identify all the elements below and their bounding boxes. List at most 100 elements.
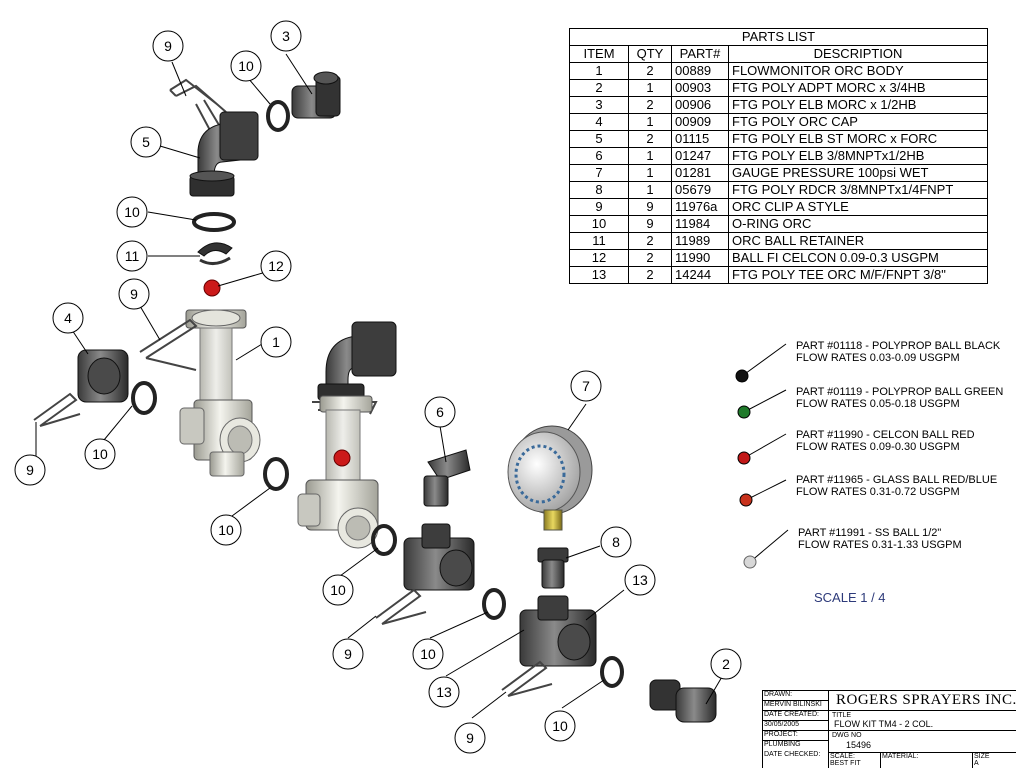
ball-ss-marker bbox=[743, 555, 757, 569]
adapter-2 bbox=[649, 679, 717, 723]
column-header-part: PART# bbox=[671, 45, 729, 63]
item-cell: 9 bbox=[569, 198, 629, 216]
company-name: ROGERS SPRAYERS INC. bbox=[836, 692, 1017, 708]
ball-option-part: PART #01118 - POLYPROP BALL BLACK bbox=[796, 340, 1001, 352]
o-ring-10g bbox=[600, 656, 624, 688]
callout-text: 8 bbox=[612, 534, 620, 550]
ball-option-part: PART #01119 - POLYPROP BALL GREEN bbox=[796, 386, 1004, 398]
flowmonitor-body-left bbox=[179, 309, 261, 477]
callout-text: 9 bbox=[26, 462, 34, 478]
qty-cell: 2 bbox=[628, 232, 672, 250]
callout-10-d: 10 bbox=[210, 514, 242, 546]
column-header-description: DESCRIPTION bbox=[728, 45, 988, 63]
callout-text: 5 bbox=[142, 134, 150, 150]
callout-text: 9 bbox=[130, 286, 138, 302]
ball-option-flow: FLOW RATES 0.05-0.18 USGPM bbox=[796, 398, 960, 410]
ball-black-marker bbox=[735, 369, 749, 383]
size: A bbox=[974, 760, 979, 767]
callout-text: 9 bbox=[466, 730, 474, 746]
callout-9-c: 9 bbox=[14, 454, 46, 486]
part-cell: 11984 bbox=[671, 215, 729, 233]
qty-cell: 9 bbox=[628, 198, 672, 216]
project-label: PROJECT: bbox=[764, 731, 798, 738]
ball-green-marker bbox=[737, 405, 751, 419]
qty-cell: 2 bbox=[628, 96, 672, 114]
item-cell: 10 bbox=[569, 215, 629, 233]
clip-mid-low bbox=[375, 588, 427, 625]
item-cell: 7 bbox=[569, 164, 629, 182]
dwg-no-label: DWG NO bbox=[832, 732, 862, 739]
reducer-8 bbox=[537, 547, 569, 589]
description-cell: FTG POLY ELB ST MORC x FORC bbox=[728, 130, 988, 148]
callout-11: 11 bbox=[116, 240, 148, 272]
parts-list-title: PARTS LIST bbox=[569, 28, 988, 46]
item-cell: 13 bbox=[569, 266, 629, 284]
callout-text: 10 bbox=[238, 58, 254, 74]
callout-text: 10 bbox=[92, 446, 108, 462]
item-cell: 2 bbox=[569, 79, 629, 97]
elbow-6 bbox=[423, 449, 471, 507]
callout-text: 10 bbox=[420, 646, 436, 662]
part-cell: 05679 bbox=[671, 181, 729, 199]
flowmonitor-body-mid bbox=[297, 395, 379, 549]
drawn-by: MERVIN BILINSKI bbox=[764, 701, 822, 708]
project: PLUMBING bbox=[764, 741, 801, 748]
ball-option-part: PART #11991 - SS BALL 1/2" bbox=[798, 527, 942, 539]
part-cell: 00909 bbox=[671, 113, 729, 131]
callout-12: 12 bbox=[260, 250, 292, 282]
description-cell: FTG POLY ELB 3/8MNPTx1/2HB bbox=[728, 147, 988, 165]
elbow-5-mid bbox=[317, 321, 397, 401]
callout-6: 6 bbox=[424, 396, 456, 428]
callout-10-b: 10 bbox=[116, 196, 148, 228]
callout-9-d: 9 bbox=[332, 638, 364, 670]
part-cell: 11989 bbox=[671, 232, 729, 250]
ball-retainer-11 bbox=[197, 242, 233, 265]
date-checked-label: DATE CHECKED: bbox=[764, 751, 821, 758]
ball-option-part: PART #11965 - GLASS BALL RED/BLUE bbox=[796, 474, 998, 486]
column-header-item: ITEM bbox=[569, 45, 629, 63]
callout-text: 3 bbox=[282, 28, 290, 44]
qty-cell: 1 bbox=[628, 113, 672, 131]
part-cell: 00903 bbox=[671, 79, 729, 97]
callout-text: 9 bbox=[164, 38, 172, 54]
callout-9-a: 9 bbox=[152, 30, 184, 62]
ball-option-ss: PART #11991 - SS BALL 1/2"FLOW RATES 0.3… bbox=[798, 527, 962, 551]
qty-cell: 1 bbox=[628, 79, 672, 97]
callout-9-e: 9 bbox=[454, 722, 486, 754]
item-cell: 8 bbox=[569, 181, 629, 199]
description-cell: FLOWMONITOR ORC BODY bbox=[728, 62, 988, 80]
description-cell: FTG POLY ELB MORC x 1/2HB bbox=[728, 96, 988, 114]
ball-option-part: PART #11990 - CELCON BALL RED bbox=[796, 429, 975, 441]
qty-cell: 2 bbox=[628, 62, 672, 80]
ball-option-flow: FLOW RATES 0.31-1.33 USGPM bbox=[798, 539, 962, 551]
callout-text: 9 bbox=[344, 646, 352, 662]
size-label: SIZE bbox=[974, 753, 990, 760]
callout-text: 1 bbox=[272, 334, 280, 350]
o-ring-10c bbox=[131, 381, 157, 415]
column-header-qty: QTY bbox=[628, 45, 672, 63]
qty-cell: 9 bbox=[628, 215, 672, 233]
part-cell: 01115 bbox=[671, 130, 729, 148]
qty-cell: 2 bbox=[628, 266, 672, 284]
qty-cell: 1 bbox=[628, 164, 672, 182]
ball-option-flow: FLOW RATES 0.31-0.72 USGPM bbox=[796, 486, 960, 498]
callout-text: 10 bbox=[124, 204, 140, 220]
scale-field: BEST FIT bbox=[830, 760, 861, 767]
callout-10-e: 10 bbox=[322, 574, 354, 606]
material-label: MATERIAL: bbox=[882, 753, 919, 760]
ball-option-flow: FLOW RATES 0.09-0.30 USGPM bbox=[796, 441, 960, 453]
callout-text: 4 bbox=[64, 310, 72, 326]
qty-cell: 2 bbox=[628, 130, 672, 148]
qty-cell: 1 bbox=[628, 147, 672, 165]
